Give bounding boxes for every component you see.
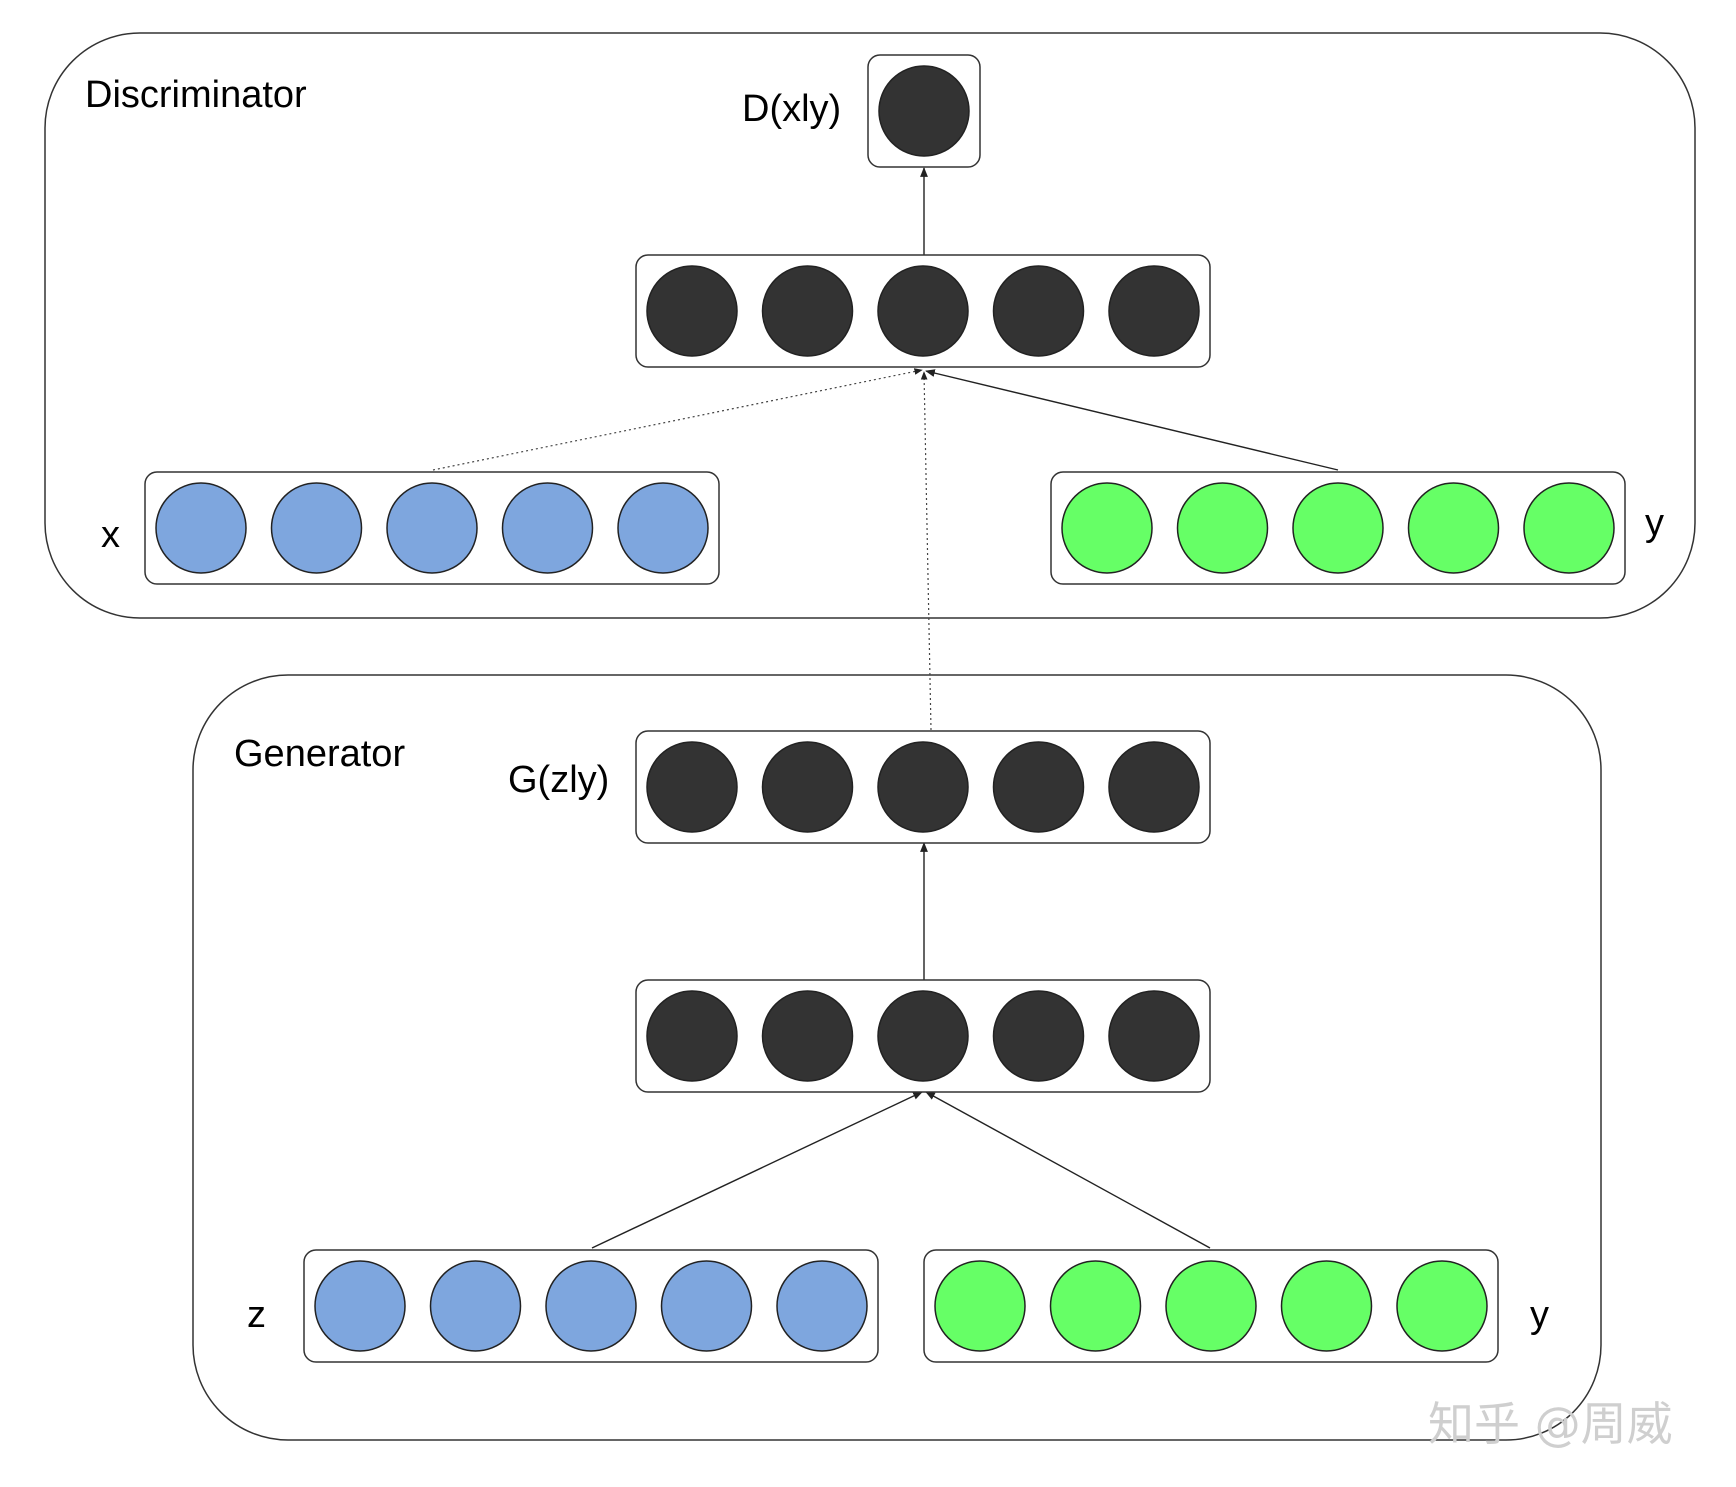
generator-hidden-layer [635, 979, 1211, 1093]
node [1407, 482, 1500, 574]
node [617, 482, 709, 574]
discriminator-x-input-layer [144, 471, 720, 585]
node [992, 741, 1085, 833]
node [1108, 741, 1200, 833]
generator-y-input-layer [923, 1249, 1499, 1363]
node [1108, 990, 1200, 1082]
node [646, 741, 738, 833]
node [660, 1260, 753, 1352]
generator-y-label: y [1530, 1294, 1549, 1336]
d-y-to-d-hidden-arrow [925, 369, 1339, 471]
node [776, 1260, 868, 1352]
discriminator-x-label: x [101, 514, 120, 556]
node [1061, 482, 1153, 574]
node [761, 265, 854, 357]
node [1049, 1260, 1142, 1352]
generator-z-label: z [247, 1294, 266, 1336]
node [761, 741, 854, 833]
node [992, 265, 1085, 357]
generator-z-input-layer [303, 1249, 879, 1363]
node [1292, 482, 1384, 574]
node [1176, 482, 1269, 574]
node [314, 1260, 406, 1352]
node [934, 1260, 1026, 1352]
generator-title: Generator [234, 733, 405, 775]
node [1108, 265, 1200, 357]
node [877, 990, 969, 1082]
node [501, 482, 594, 574]
node [1280, 1260, 1373, 1352]
node [877, 265, 969, 357]
generator-output-label: G(zly) [508, 759, 609, 801]
node [646, 265, 738, 357]
connections [432, 167, 1339, 1249]
node [1165, 1260, 1257, 1352]
z-to-g-hidden-arrow [591, 1091, 923, 1249]
node [545, 1260, 637, 1352]
node [1396, 1260, 1488, 1352]
node [270, 482, 363, 574]
discriminator-y-label: y [1645, 502, 1664, 544]
discriminator-output-label: D(xly) [742, 88, 841, 130]
g-y-to-g-hidden-arrow [925, 1091, 1211, 1249]
node [878, 65, 970, 157]
node [386, 482, 478, 574]
discriminator-output-layer [867, 54, 981, 168]
node [992, 990, 1085, 1082]
node [646, 990, 738, 1082]
x-to-d-hidden-arrow [432, 368, 923, 471]
discriminator-hidden-layer [635, 254, 1211, 368]
node [429, 1260, 522, 1352]
watermark: 知乎 @周威 [1428, 1397, 1673, 1451]
discriminator-y-input-layer [1050, 471, 1626, 585]
node [155, 482, 247, 574]
node [761, 990, 854, 1082]
node [1523, 482, 1615, 574]
layers [144, 54, 1626, 1363]
node [877, 741, 969, 833]
discriminator-title: Discriminator [85, 74, 307, 116]
generator-output-layer [635, 730, 1211, 844]
